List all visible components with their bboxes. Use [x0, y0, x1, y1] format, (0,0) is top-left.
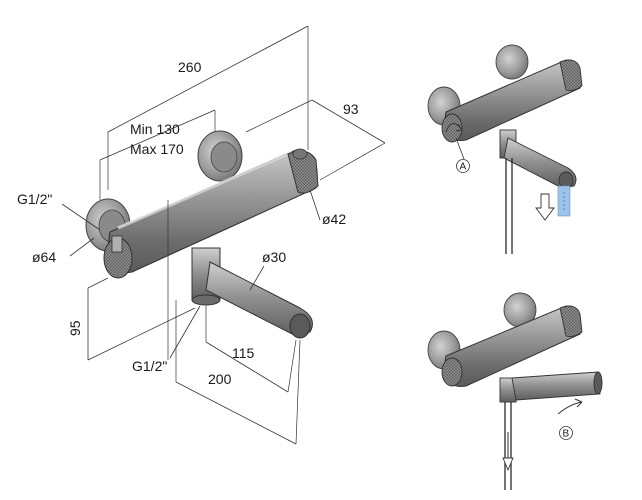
view-b-curved-arrow-icon — [557, 401, 583, 415]
view-a-right-rose — [495, 44, 529, 80]
dim-93-label: 93 — [343, 101, 359, 117]
dim-115-label: 115 — [232, 345, 255, 361]
callout-b-circle — [559, 426, 573, 440]
dimension-95: 95 — [67, 277, 196, 361]
view-b-rotated-spout — [511, 371, 601, 401]
dim-95-label: 95 — [67, 320, 83, 336]
dimension-200: 200 — [175, 300, 301, 445]
view-b-shower-mode: B — [427, 292, 603, 490]
spout-diameter-label: ø30 — [262, 249, 286, 265]
callout-a-label: A — [460, 162, 467, 173]
label-inlet-thread-top: G1/2" — [17, 191, 101, 231]
label-body-diameter: ø42 — [309, 189, 346, 227]
label-flange-diameter: ø64 — [32, 237, 95, 265]
inlet-thread-bottom-label: G1/2" — [132, 358, 167, 374]
dim-min-label: Min 130 — [130, 121, 180, 137]
dimension-93: 93 — [245, 99, 386, 181]
main-view: 260 93 Min 130 Max 170 — [17, 25, 386, 445]
callout-b-label: B — [563, 429, 570, 440]
body-diameter-label: ø42 — [322, 211, 346, 227]
inlet-thread-top-label: G1/2" — [17, 191, 52, 207]
dimension-115: 115 — [205, 306, 297, 393]
view-a-spout-mode: A — [427, 44, 583, 254]
dimension-260: 260 — [107, 25, 309, 190]
callout-a-circle — [456, 159, 470, 173]
dim-200-label: 200 — [208, 371, 232, 387]
label-inlet-thread-bottom: G1/2" — [132, 200, 201, 374]
flange-diameter-label: ø64 — [32, 249, 56, 265]
view-a-down-arrow-icon — [535, 193, 555, 221]
label-spout-diameter: ø30 — [249, 249, 286, 291]
dim-260-label: 260 — [178, 59, 202, 75]
dim-max-label: Max 170 — [130, 141, 184, 157]
